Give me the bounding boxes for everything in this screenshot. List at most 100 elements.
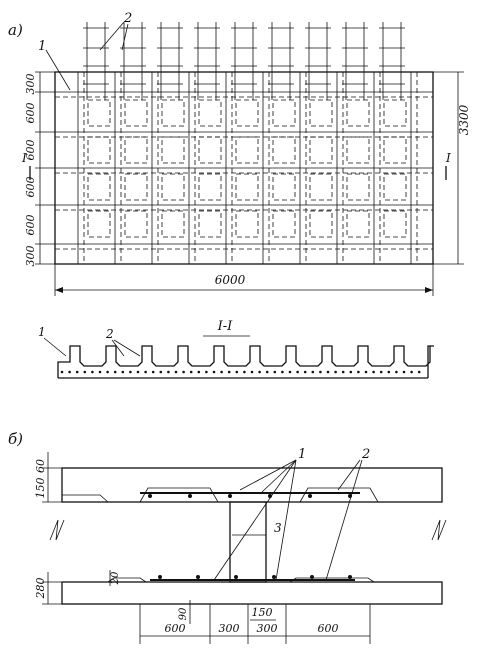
upper-rebar-dot [188,494,192,498]
grid-cell [198,99,222,127]
leader-2b-a [121,23,129,51]
section-rebar-dot [129,370,132,374]
section-rebar-dot [372,370,375,374]
section-rebar-dot [341,370,345,374]
grid-cell [346,136,370,164]
dim-b-20: 20 [110,571,121,585]
section-rebar-dot [98,370,102,374]
lower-rebar-dot [272,575,276,579]
grid-cell [87,173,111,201]
grid-cell [272,136,296,164]
grid-cell [87,210,111,238]
dim-a-3300: 3300 [457,104,471,135]
figure-a-plan: a) 1 2 300 600 600 600 600 300 I [8,11,471,296]
callout-1-a: 1 [38,39,46,54]
lower-rebar-dot [348,575,352,579]
callout-2-b: 2 [361,447,370,462]
dim-b-600-left: 600 [165,622,186,635]
section-rebar-dot [197,370,201,374]
section-rebar-dot [75,370,79,374]
grid-cell [272,99,296,127]
upper-panel-ribs [62,487,379,503]
section-rebar-dot [417,370,421,374]
grid-cell [87,99,111,127]
grid-cell [124,210,148,238]
section-title: I-I [217,319,234,334]
lower-panel [61,581,443,605]
section-rebar-dot [250,370,254,374]
grid-cell [383,136,407,164]
section-rebar-dot [182,370,185,374]
section-rebar-dot [227,370,231,374]
grid-cell [124,136,148,164]
grid-cell [161,136,185,164]
dim-b-300-right: 300 [257,622,278,635]
upper-rebar-dot [228,494,232,498]
dim-b-60: 60 [34,459,47,473]
grid-cell [124,173,148,201]
leader-2a-section [111,339,125,357]
dim-a-600-4: 600 [24,215,37,236]
joint-concrete [229,501,267,583]
dim-b-280: 280 [34,578,47,600]
section-rebar-dot [402,370,406,374]
grid-cell [124,99,148,127]
grid-cell [383,210,407,238]
dim-b-90: 90 [178,607,189,620]
section-rebar-dot [151,370,155,374]
lower-rebar-dot [158,575,162,579]
section-rebar-dot [83,370,87,374]
callout-1-b: 1 [298,447,306,462]
figure-b-detail: б) 3 1 2 60 150 280 [8,430,447,644]
leader-1-a [45,49,71,91]
leader-1b-3 [275,459,297,581]
grid-cell [235,136,259,164]
upper-rebar-dot [308,494,312,498]
grid-cell [309,136,333,164]
section-rebar-dot [121,370,125,374]
section-rebar-dot [144,370,147,374]
figure-a-label: a) [8,21,23,39]
grid-cell [383,173,407,201]
upper-panel [61,467,443,503]
grid-cell [198,136,222,164]
grid-cell [346,99,370,127]
section-rebar-dot [235,370,239,374]
section-rebar-dot [91,370,94,374]
section-profile [57,345,434,378]
break-line-left [49,519,65,541]
dim-b-150-bottom: 150 [252,606,273,619]
section-rebar-dot [205,370,208,374]
section-rebar-dot [243,370,246,374]
grid-cell [161,210,185,238]
dim-b-150: 150 [34,478,47,499]
section-rebar-dot [68,370,71,374]
grid-cell [309,210,333,238]
bottom-dim-arrow-right [425,287,433,293]
grid-cell [198,210,222,238]
leader-2b-section [113,339,141,357]
leader-2a-a [99,21,125,51]
leader-1b-4 [213,459,297,581]
section-rebar-dot [136,370,140,374]
callout-2-a: 2 [123,11,132,26]
grid-cell [309,99,333,127]
section-rebar-dot [311,370,315,374]
section-rebar-dot [395,370,398,374]
section-rebar-dot [167,370,170,374]
bottom-dim-arrow-left [55,287,63,293]
section-rebar-dot [265,370,269,374]
panel-grid [55,72,433,264]
grid-cell [346,210,370,238]
figure-b-label: б) [8,430,23,448]
lower-rebar-dots [158,575,352,579]
section-mark-right: I [445,151,451,165]
section-rebar-dot [281,370,284,374]
dim-a-600-1: 600 [24,103,37,124]
break-line-right [431,519,447,541]
section-i-i: I-I 1 2 [38,319,434,379]
left-dim-ticks [35,71,55,265]
section-rebar-dot [159,370,163,374]
section-rebar-dot [319,370,322,374]
